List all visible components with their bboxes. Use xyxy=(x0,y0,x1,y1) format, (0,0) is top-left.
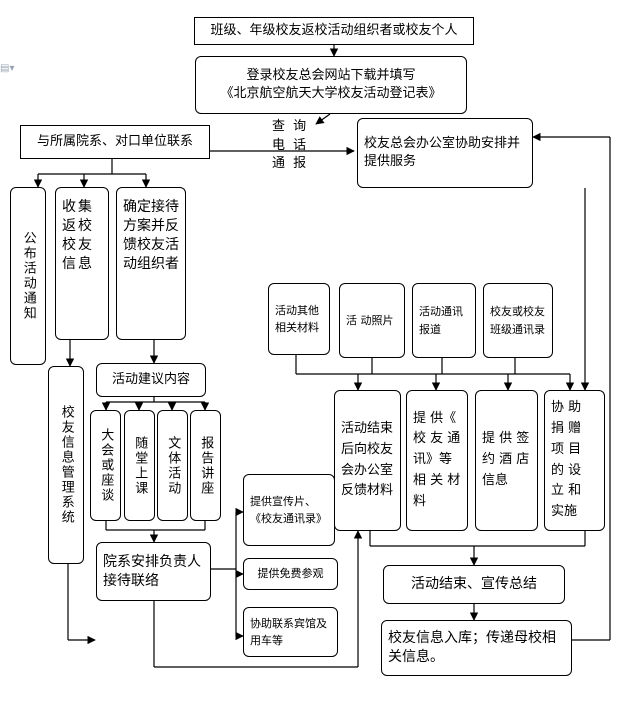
node-publish-notice: 公布活动通知 xyxy=(10,187,46,365)
node-lecture: 报告讲座 xyxy=(190,410,221,521)
node-alumni-info-system: 校友信息管理系统 xyxy=(48,366,84,564)
node-provide-promo: 提供宣传片、《校友通讯录》 xyxy=(243,474,335,546)
node-material-report: 活动通讯报道 xyxy=(412,283,476,358)
node-register-form-line1: 登录校友总会网站下载并填写 xyxy=(246,68,416,84)
node-material-other: 活动其他相关材料 xyxy=(268,283,330,355)
node-free-visit: 提供免费参观 xyxy=(243,558,338,590)
node-register-form: 登录校友总会网站下载并填写 《北京航空航天大学校友活动登记表》 xyxy=(195,56,467,114)
node-material-photos: 活 动照片 xyxy=(339,283,405,358)
node-donation-projects: 协 助 捐 赠 项 目 的 设 立 和 实施 xyxy=(544,390,605,531)
node-class-attendance: 随堂上课 xyxy=(124,410,155,521)
node-organizer: 班级、年级校友返校活动组织者或校友个人 xyxy=(194,17,474,45)
node-hotel-transport: 协助联系宾馆及用车等 xyxy=(243,607,338,657)
node-office-service: 校友总会办公室协助安排并提供服务 xyxy=(357,118,533,188)
node-activity-summary: 活动结束、宣传总结 xyxy=(383,565,565,604)
node-meeting-forum: 大会或座谈 xyxy=(90,410,121,521)
node-contact-department: 与所属院系、对口单位联系 xyxy=(20,125,210,159)
edge-label-query: 查 询 xyxy=(272,119,309,134)
node-contracted-hotels: 提 供 签 约 酒 店 信息 xyxy=(475,390,538,531)
node-feedback-materials: 活动结束后向校友会办公室反馈材料 xyxy=(334,390,401,531)
node-cultural-sports: 文体活动 xyxy=(157,410,188,521)
node-activity-suggestions: 活动建议内容 xyxy=(96,363,206,397)
node-register-form-line2: 《北京航空航天大学校友活动登记表》 xyxy=(220,86,442,101)
node-provide-newsletter: 提 供《 校 友 通 讯》等 相 关 材料 xyxy=(406,390,468,531)
node-collect-info: 收集返校校友信息 xyxy=(55,187,109,340)
node-info-database: 校友信息入库；传递母校相关信息。 xyxy=(381,620,572,676)
node-confirm-plan: 确定接待方案并反馈校友活动组织者 xyxy=(116,187,186,340)
edge-label-phone: 电 话 xyxy=(272,138,309,153)
node-department-reception: 院系安排负责人接待联络 xyxy=(96,542,211,601)
edge-label-notify: 通 报 xyxy=(272,156,309,171)
document-icon: ▤▾ xyxy=(0,63,15,74)
node-material-directory: 校友或校友班级通讯录 xyxy=(483,283,553,358)
